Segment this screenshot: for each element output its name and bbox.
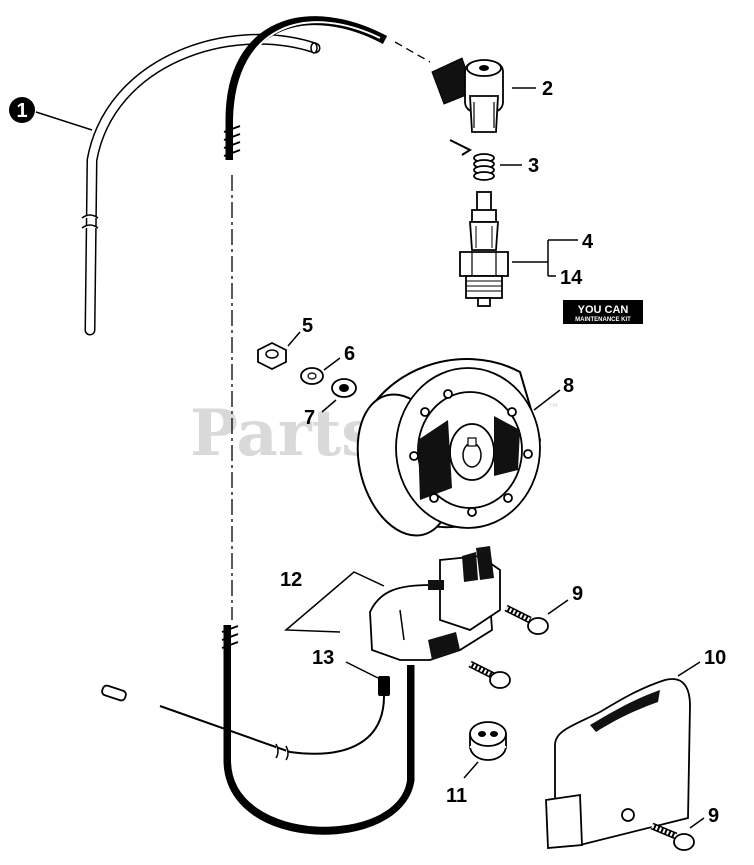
- svg-text:5: 5: [302, 315, 313, 337]
- part-7-washer: [331, 378, 357, 398]
- callout-12-13: [284, 571, 385, 633]
- screw-middle: [468, 660, 511, 689]
- part-3-spring: [449, 139, 495, 181]
- watermark-tm: ™: [548, 402, 558, 413]
- part-4-spark-plug: [459, 191, 509, 307]
- svg-text:8: 8: [563, 375, 574, 397]
- svg-text:13: 13: [312, 647, 334, 669]
- callout-4-14: [512, 239, 578, 277]
- svg-text:7: 7: [304, 407, 315, 429]
- callout-7[interactable]: 7: [304, 399, 337, 429]
- part-5-nut: [257, 341, 287, 371]
- ignition-lead: [221, 16, 431, 835]
- part-12-ignition-module: [369, 546, 501, 661]
- svg-text:9: 9: [708, 805, 719, 827]
- svg-text:11: 11: [446, 785, 467, 807]
- part-8-flywheel: [356, 358, 542, 537]
- callout-2[interactable]: 2: [512, 78, 553, 100]
- callout-1[interactable]: 1: [9, 97, 93, 131]
- callout-10[interactable]: 10: [677, 647, 726, 677]
- svg-text:6: 6: [344, 343, 355, 365]
- svg-text:2: 2: [542, 78, 553, 100]
- callout-9-upper[interactable]: 9: [547, 583, 583, 615]
- part-1-tube: [81, 33, 321, 336]
- part-2-spark-plug-boot: [431, 57, 504, 133]
- part-13-terminal-wire: [101, 676, 390, 761]
- callout-4[interactable]: 4: [582, 231, 594, 253]
- maintenance-kit-badge[interactable]: YOU CAN MAINTENANCE KIT: [563, 300, 643, 324]
- callout-11[interactable]: 11: [446, 761, 479, 807]
- svg-text:10: 10: [704, 647, 726, 669]
- callout-12[interactable]: 12: [280, 569, 302, 591]
- callout-14[interactable]: 14: [560, 267, 583, 289]
- callout-3[interactable]: 3: [500, 155, 539, 177]
- svg-text:1: 1: [16, 100, 27, 122]
- part-10-cover: [545, 678, 691, 849]
- callout-5[interactable]: 5: [287, 315, 313, 347]
- callout-8[interactable]: 8: [533, 375, 574, 411]
- badge-line2: MAINTENANCE KIT: [575, 317, 631, 323]
- callout-9-lower[interactable]: 9: [689, 805, 719, 829]
- badge-line1: YOU CAN: [578, 304, 629, 316]
- part-9-screw-lower: [650, 822, 695, 851]
- callout-6[interactable]: 6: [323, 343, 355, 371]
- part-11-grommet: [469, 721, 507, 761]
- part-9-screw-upper: [504, 604, 549, 635]
- svg-text:9: 9: [572, 583, 583, 605]
- callout-13[interactable]: 13: [312, 647, 379, 679]
- part-6-lock-washer: [300, 367, 324, 385]
- svg-text:3: 3: [528, 155, 539, 177]
